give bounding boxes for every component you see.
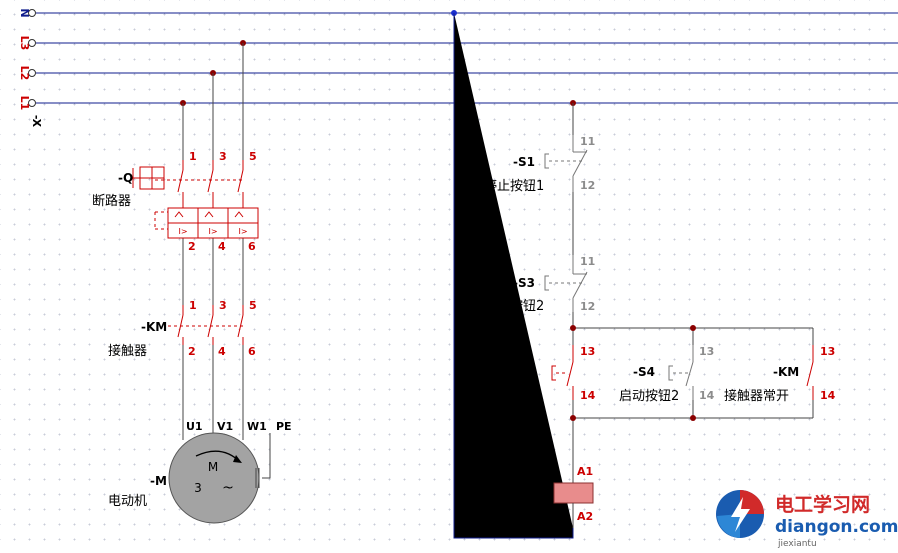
contactor-pin: 5 [249,299,257,312]
coil-box-icon [553,482,594,504]
breaker-pin: 3 [219,150,227,163]
motor-phases: 3 [194,481,202,495]
breaker-pin: 1 [189,150,197,163]
start2-ref: -S4 [633,365,655,379]
start1-name: 启动按钮1 [484,389,544,404]
control-wiring [453,13,814,539]
motor-symbol: M [208,460,218,474]
breaker-trip-units: I> I> I> [167,207,259,239]
bus-label-n: N [18,8,31,17]
stop1-pin: 12 [580,179,595,192]
stop2-ref: -S3 [513,276,535,290]
contactor-pin: 3 [219,299,227,312]
contactor-pin: 6 [248,345,256,358]
start2-pin: 14 [699,389,715,402]
terminal-label: -X [30,115,43,128]
holding-pin: 13 [820,345,835,358]
holding-ref: -KM [773,365,799,379]
breaker-pin: 5 [249,150,257,163]
motor-terminal: PE [276,420,292,433]
bus-label-l2: L2 [18,66,31,81]
pushbutton-icon [544,275,584,291]
contactor-ref: -KM [141,320,167,334]
coil-pin: A1 [577,465,593,478]
breaker-ref: -Q [118,171,133,185]
motor-terminal: W1 [247,420,267,433]
motor-terminal: U1 [186,420,203,433]
start2-name: 启动按钮2 [619,389,679,404]
stop2-name: 停止按钮2 [484,298,544,314]
stop1-ref: -S1 [513,155,535,169]
rotation-arrowhead-icon [233,455,242,463]
breaker-contacts [154,160,244,230]
start1-pin: 13 [580,345,595,358]
trip-label: I> [238,227,247,236]
start-button-2[interactable]: -S4 启动按钮2 13 14 [619,345,715,404]
watermark: 电工学习网 diangon.com jiexiantu [716,490,898,549]
stop2-pin: 11 [580,255,595,268]
motor-name: 电动机 [108,494,147,509]
breaker-pin: 6 [248,240,256,253]
stop-button-2[interactable]: -S3 停止按钮2 11 12 [484,255,595,314]
motor-body-icon [168,432,260,524]
start1-pin: 14 [580,389,596,402]
contactor-pin: 2 [188,345,196,358]
watermark-sub: jiexiantu [777,539,817,549]
stop2-pin: 12 [580,300,595,313]
bus-label-l3: L3 [18,36,31,51]
stop1-pin: 11 [580,135,595,148]
watermark-title: 电工学习网 [775,493,870,516]
bus-line-l3[interactable]: L3 [18,36,898,51]
breaker-pin: 4 [218,240,226,253]
trip-label: I> [208,227,217,236]
trip-label: I> [178,227,187,236]
coil-pin: A2 [577,510,593,523]
start2-pin: 13 [699,345,714,358]
breaker-pin: 2 [188,240,196,253]
stop1-name: 停止按钮1 [484,178,544,194]
motor-m[interactable]: U1 V1 W1 PE -M 电动机 M 3 ~ [108,420,292,524]
motor-ac-symbol: ~ [222,480,234,496]
motor-terminal: V1 [217,420,233,433]
contactor-name: 接触器 [108,343,147,359]
holding-name: 接触器常开 [724,388,789,404]
pushbutton-icon [551,365,568,381]
stop-button-1[interactable]: -S1 停止按钮1 11 12 [484,135,595,194]
holding-contact-km[interactable]: -KM 接触器常开 13 14 [724,345,836,404]
breaker-name: 断路器 [92,193,131,209]
coil-ref: -KM [522,486,548,500]
watermark-domain: diangon.com [775,517,898,537]
bus-line-n[interactable]: N [18,8,898,18]
contactor-pin: 4 [218,345,226,358]
watermark-logo-icon [716,490,764,538]
bus-label-l1: L1 [18,96,31,111]
contactor-km-main[interactable]: -KM 接触器 1 3 5 2 4 6 [108,299,257,359]
circuit-breaker-q[interactable]: -Q 断路器 I> I> I> [92,150,259,253]
contactor-coil-km[interactable]: -KM 接触器线圈 A1 A2 [484,465,594,528]
pushbutton-icon [668,365,688,381]
coil-name: 接触器线圈 [484,508,549,524]
contactor-pin: 1 [189,299,197,312]
motor-ref: -M [150,474,167,488]
breaker-handle-icon [132,166,165,190]
main-circuit-wiring [182,43,271,479]
holding-pin: 14 [820,389,836,402]
pushbutton-icon [544,153,584,169]
start1-ref: -S2 [515,365,537,379]
start-button-1[interactable]: -S2 启动按钮1 13 14 [484,345,596,404]
